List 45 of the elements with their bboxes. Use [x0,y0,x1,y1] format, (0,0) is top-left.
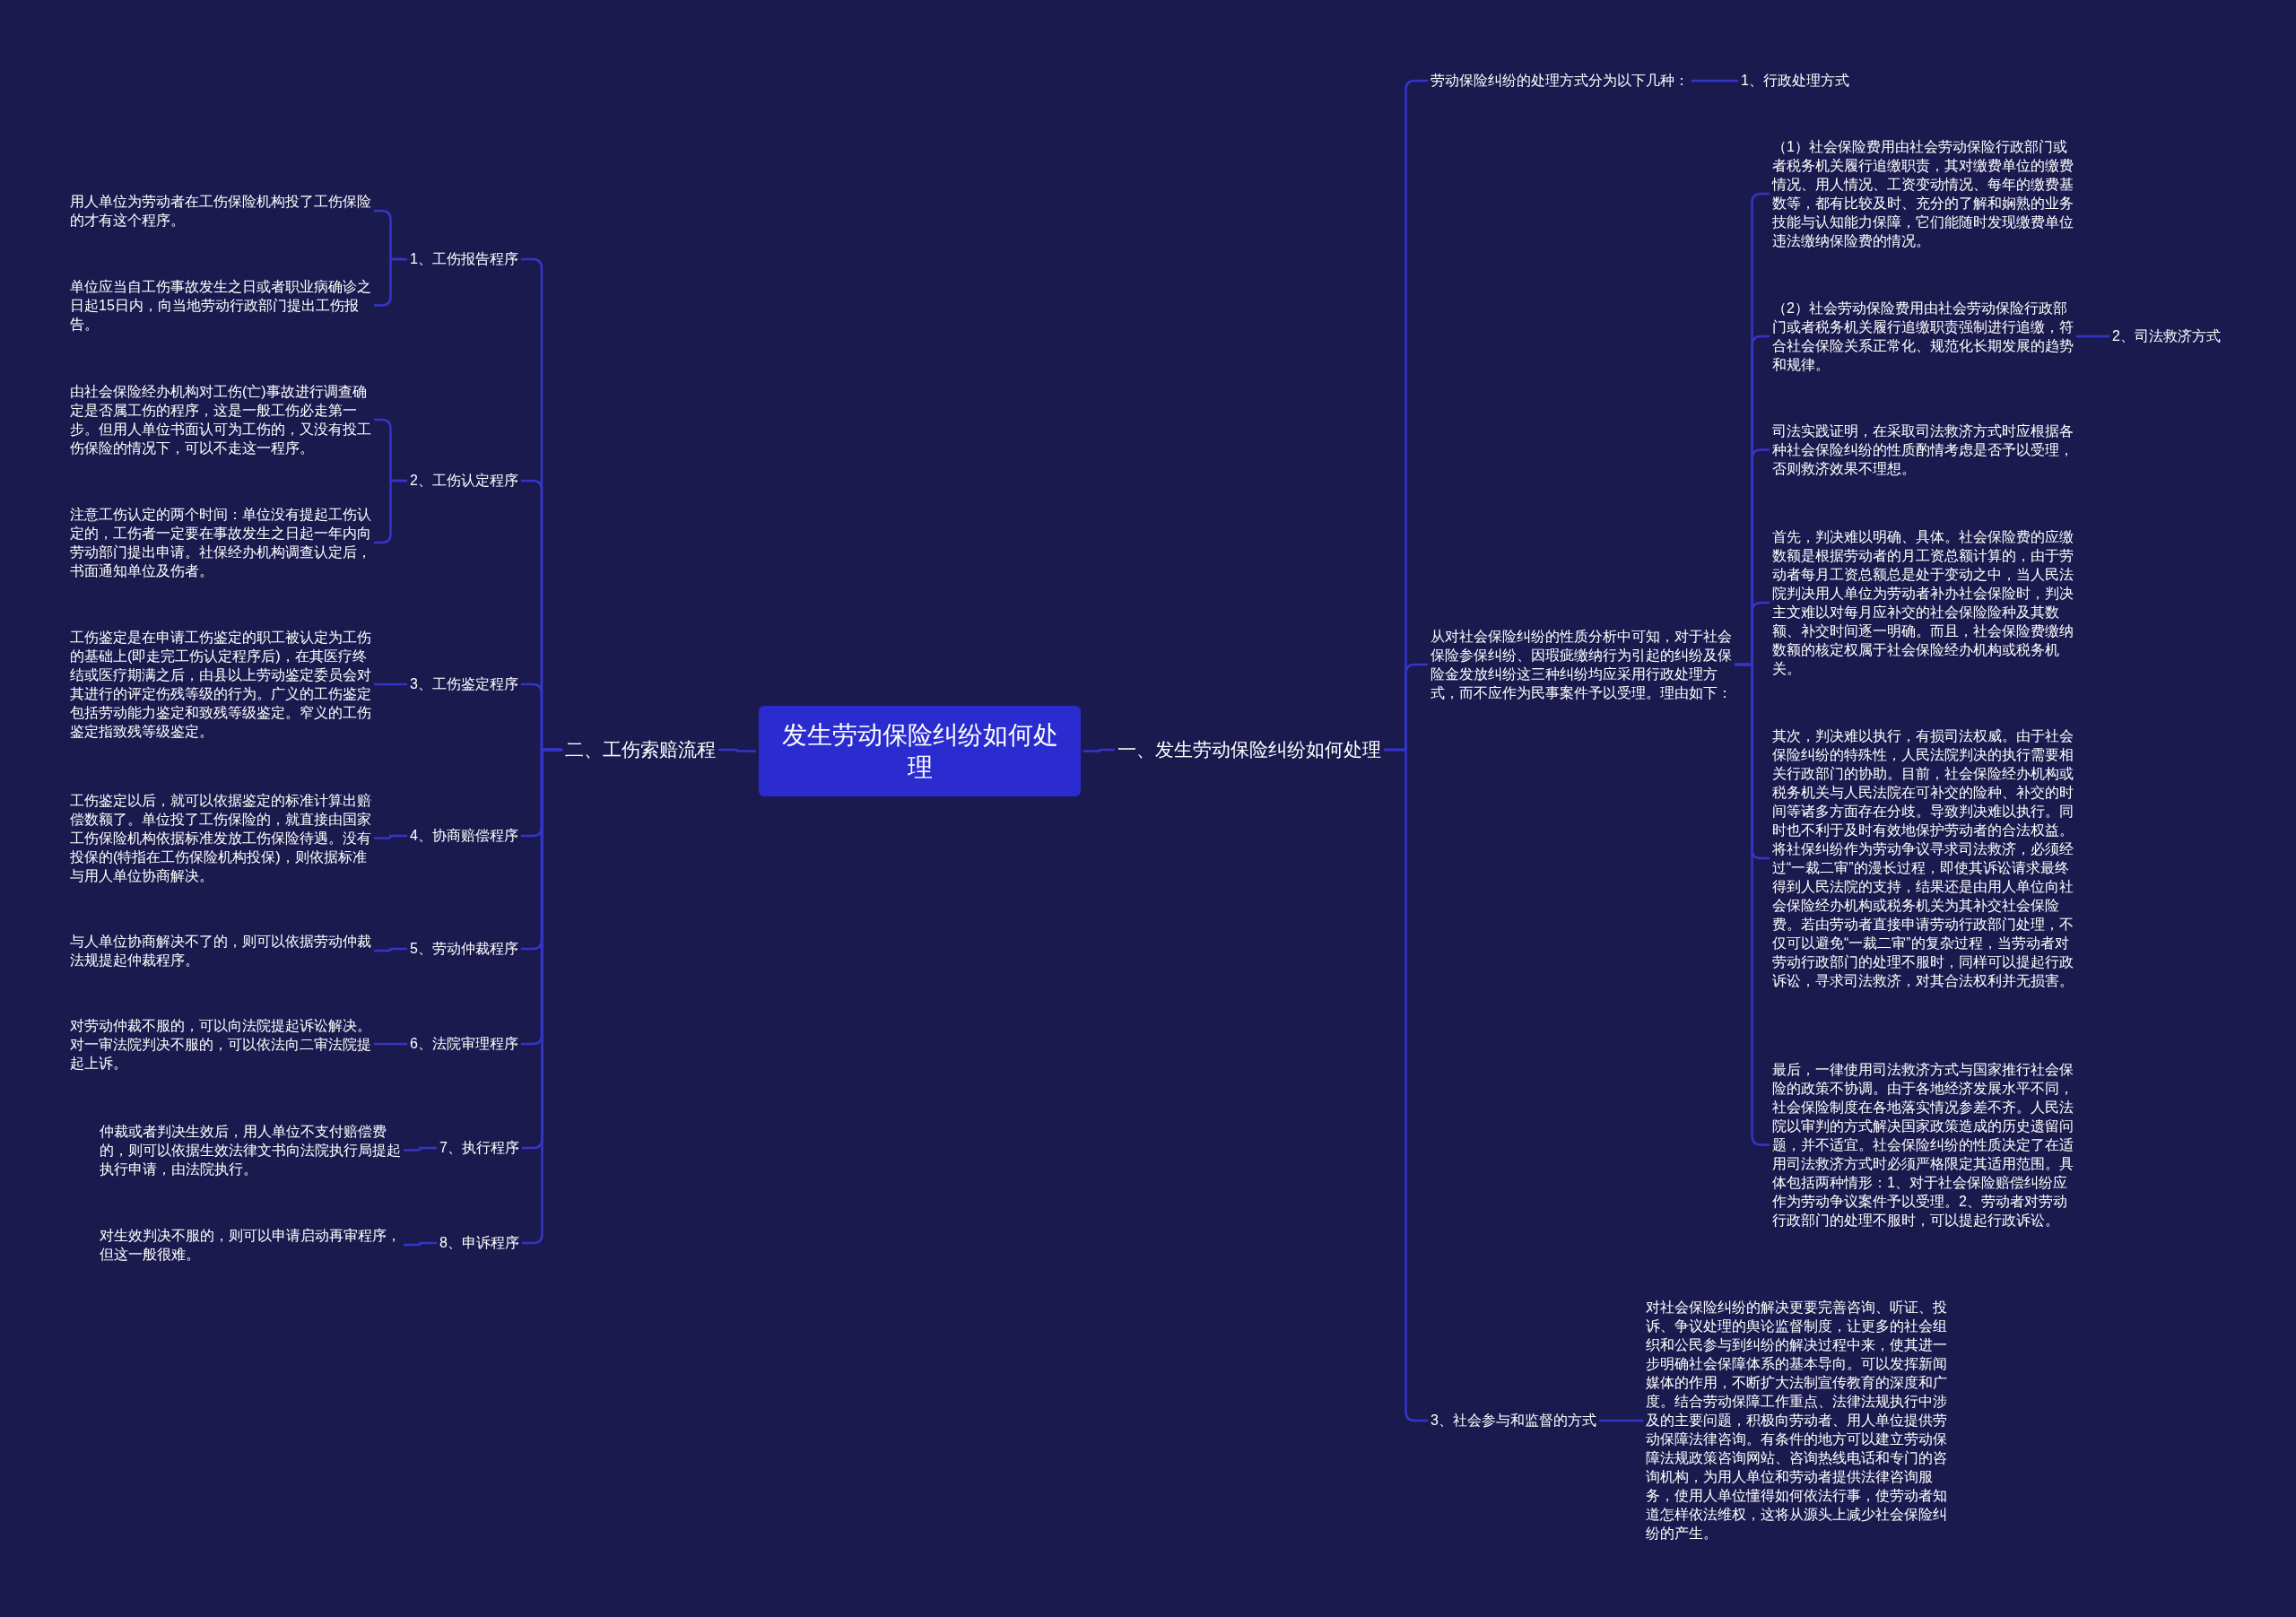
note-text: 用人单位为劳动者在工伤保险机构投了工伤保险的才有这个程序。 [70,192,371,230]
connector-line [1083,748,1116,752]
branch-topic: 一、发生劳动保险纠纷如何处理 [1118,738,1381,761]
note-text: 司法实践证明，在采取司法救济方式时应根据各种社会保险纠纷的性质酌情考虑是否予以受理，否则救济效果不理想。 [1772,422,2074,478]
topic-label: 5、劳动仲裁程序 [410,939,518,959]
note-text: 其次，判决难以执行，有损司法权威。由于社会保险纠纷的特殊性，人民法院判决的执行需要相关行政部门的协助。目前，社会保险经办机构或税务机关与人民法院在可补交的险种、补交的时间等诸多方面存在分歧。导致判决难以执行。同时也不利于及时有效地保护劳动者的合法权益。将社保纠纷作为劳动争议寻求司法救济，必须经过“一裁二审”的漫长过程，即使其诉讼请求最终得到人民法院的支持，结果还是由用人单位向社会保险经办机构或税务机关为其补交社会保险费。若由劳动者直接申请劳动行政部门处理，不仅可以避免“一裁二审”的复杂过程，当劳动者对劳动行政部门的处理不服时，同样可以提起行政诉讼，寻求司法救济，对其合法权利并无损害。 [1772,726,2074,990]
topic-label: 2、工伤认定程序 [410,471,518,491]
note-text: 对生效判决不服的，则可以申请启动再审程序，但这一般很难。 [100,1226,401,1264]
central-topic-box: 发生劳动保险纠纷如何处理 [759,706,1081,796]
note-text: 从对社会保险纠纷的性质分析中可知，对于社会保险参保纠纷、因瑕疵缴纳行为引起的纠纷及保险金发放纠纷这三种纠纷均应采用行政处理方式，而不应作为民事案件予以受理。理由如下： [1431,627,1732,702]
topic-label: 3、社会参与和监督的方式 [1431,1411,1596,1430]
note-text: 仲裁或者判决生效后，用人单位不支付赔偿费的，则可以依据生效法律文书向法院执行局提起执行申请，由法院执行。 [100,1122,401,1178]
topic-label: 6、法院审理程序 [410,1034,518,1054]
note-text: （1）社会保险费用由社会劳动保险行政部门或者税务机关履行追缴职责，其对缴费单位的缴费情况、用人情况、工资变动情况、每年的缴费基数等，都有比较及时、充分的了解和娴熟的业务技能与认知能力保障，它们能随时发现缴费单位违法缴纳保险费的情况。 [1772,137,2074,250]
topic-label: 4、协商赔偿程序 [410,826,518,846]
connector-line [1691,79,1739,83]
topic-label: 劳动保险纠纷的处理方式分为以下几种： [1431,71,1689,91]
note-text: 最后，一律使用司法救济方式与国家推行社会保险的政策不协调。由于各地经济发展水平不同，社会保险制度在各地落实情况参差不齐。人民法院以审判的方式解决国家政策造成的历史遗留问题，并不适宜。社会保险纠纷的性质决定了在适用司法救济方式时必须严格限定其适用范围。具体包括两种情形：1、对于社会保险赔偿纠纷应作为劳动争议案件予以受理。2、劳动者对劳动行政部门的处理不服时，可以提起行政诉讼。 [1772,1060,2074,1230]
connector-line [403,1241,438,1247]
note-text: （2）社会劳动保险费用由社会劳动保险行政部门或者税务机关履行追缴职责强制进行追缴，符合社会保险关系正常化、规范化长期发展的趋势和规律。 [1772,299,2074,374]
note-text: 对劳动仲裁不服的，可以向法院提起诉讼解决。对一审法院判决不服的，可以依法向二审法院提起上诉。 [70,1016,371,1073]
connector-line [718,748,757,752]
connector-line [373,947,408,952]
connector-line [373,834,408,839]
note-text: 工伤鉴定以后，就可以依据鉴定的标准计算出赔偿数额了。单位投了工伤保险的，就直接由国家工伤保险机构依据标准发放工伤保险待遇。没有投保的(特指在工伤保险机构投保)，则依据标准与用人单位协商解决。 [70,791,371,885]
topic-label: 7、执行程序 [439,1138,519,1158]
connector-line [2075,335,2110,338]
topic-label: 1、行政处理方式 [1741,71,1849,91]
branch-topic: 二、工伤索赔流程 [565,738,716,761]
topic-label: 8、申诉程序 [439,1233,519,1253]
note-text: 单位应当自工伤事故发生之日或者职业病确诊之日起15日内，向当地劳动行政部门提出工伤报告。 [70,277,371,334]
note-text: 与人单位协商解决不了的，则可以依据劳动仲裁法规提起仲裁程序。 [70,932,371,969]
topic-label: 1、工伤报告程序 [410,249,518,269]
connector-line [373,682,408,686]
note-text: 对社会保险纠纷的解决更要完善咨询、听证、投诉、争议处理的舆论监督制度，让更多的社会组织和公民参与到纠纷的解决过程中来，使其进一步明确社会保障体系的基本导向。可以发挥新闻媒体的作用，不断扩大法制宣传教育的深度和广度。结合劳动保障工作重点、法律法规执行中涉及的主要问题，积极向劳动者、用人单位提供劳动保障法律咨询。有条件的地方可以建立劳动保障法规政策咨询网站、咨询热线电话和专门的咨询机构，为用人单位和劳动者提供法律咨询服务，使用人单位懂得如何依法行事，使劳动者知道怎样依法维权，这将从源头上减少社会保险纠纷的产生。 [1646,1298,1947,1543]
connector-line [373,257,408,307]
connector-line [403,1146,438,1152]
note-text: 注意工伤认定的两个时间：单位没有提起工伤认定的，工伤者一定要在事故发生之日起一年内向劳动部门提出申请。社保经办机构调查认定后，书面通知单位及伤者。 [70,505,371,580]
topic-label: 2、司法救济方式 [2112,326,2221,346]
note-text: 工伤鉴定是在申请工伤鉴定的职工被认定为工伤的基础上(即走完工伤认定程序后)，在其医疗终结或医疗期满之后，由县以上劳动鉴定委员会对其进行的评定伤残等级的行为。广义的工伤鉴定包括劳动能力鉴定和致残等级鉴定。窄义的工伤鉴定指致残等级鉴定。 [70,628,371,741]
note-text: 首先，判决难以明确、具体。社会保险费的应缴数额是根据劳动者的月工资总额计算的，由于劳动者每月工资总额总是处于变动之中，当人民法院判决用人单位为劳动者补办社会保险时，判决主文难以对每月应补交的社会保险险种及其数额、补交时间逐一明确。而且，社会保险费缴纳数额的核定权属于社会保险经办机构或税务机关。 [1772,527,2074,678]
connector-line [1598,1419,1644,1422]
topic-label: 3、工伤鉴定程序 [410,674,518,694]
connector-line [373,1042,408,1046]
note-text: 由社会保险经办机构对工伤(亡)事故进行调查确定是否属工伤的程序，这是一般工伤必走第一步。但用人单位书面认可为工伤的，又没有投工伤保险的情况下，可以不走这一程序。 [70,382,371,457]
